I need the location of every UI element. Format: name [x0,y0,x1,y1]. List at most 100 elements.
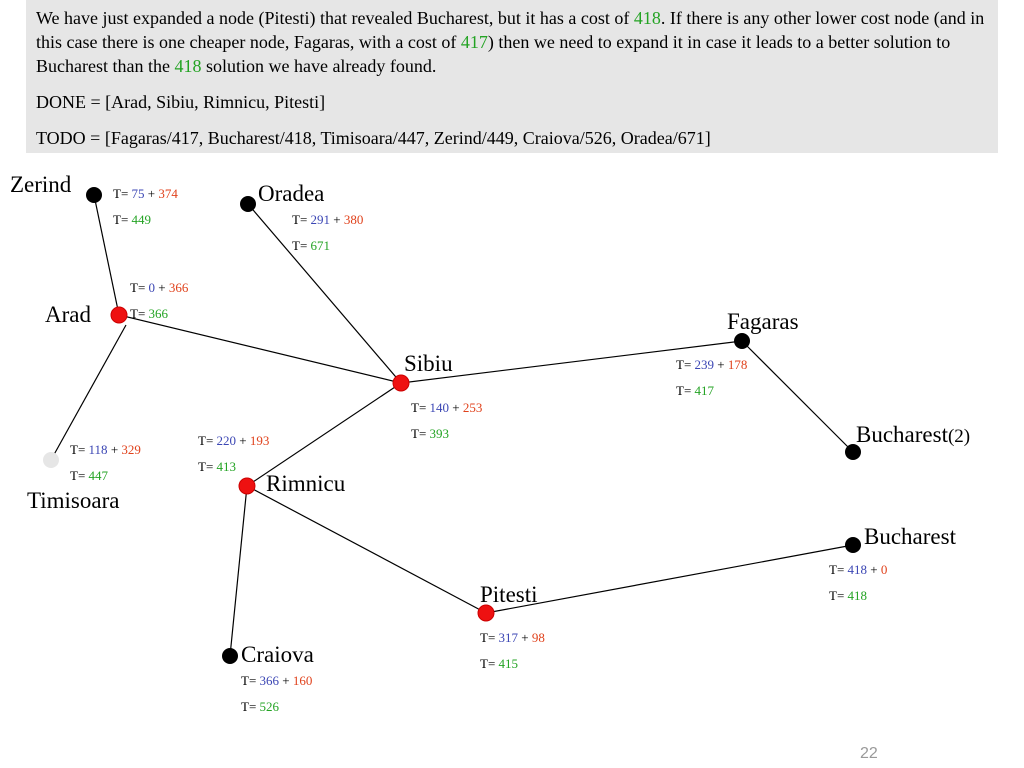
edge-oradea-sibiu [247,203,402,384]
cost-fagaras-g: 239 [694,357,715,372]
node-sibiu [392,374,410,392]
cost-fagaras-h: 178 [727,357,748,372]
cost-bucharest-g: 418 [847,562,868,577]
node-rimnicu [238,477,256,495]
cost-oradea-gh: T= 291 + 380 [292,213,363,226]
label-oradea: Oradea [258,181,325,206]
cost-prefix: T= [676,357,695,372]
label-fagaras: Fagaras [727,309,799,334]
explanation-text-3: ) then we need to expand it in case it l… [36,32,951,76]
cost-prefix: T= [411,426,430,441]
cost-prefix: T= [113,212,132,227]
label-zerind: Zerind [10,172,72,197]
explanation-text-2: . If there is any other lower cost node … [36,8,985,52]
label-arad: Arad [45,302,91,327]
cost-prefix: T= [70,468,89,483]
edge-fagaras-bucharest2 [741,340,854,453]
cost-zerind-total: T= 449 [113,213,151,226]
node-bucharest2 [845,444,861,460]
node-timisoara [43,452,59,468]
node-bucharest [845,537,861,553]
cost-plus: + [107,442,122,457]
cost-oradea-g: 291 [310,212,331,227]
cost-zerind-g: 75 [131,186,145,201]
cost-zerind-f: 449 [131,212,152,227]
cost-pitesti-total: T= 415 [480,657,518,670]
cost-plus: + [330,212,344,227]
cost-pitesti-f: 415 [498,656,519,671]
cost-arad-f: 366 [148,306,169,321]
cost-craiova-f: 526 [259,699,280,714]
cost-prefix: T= [130,280,149,295]
cost-sibiu-gh: T= 140 + 253 [411,401,482,414]
cost-prefix: T= [292,212,311,227]
cost-craiova-g: 366 [259,673,280,688]
label-bucharest: Bucharest [864,524,956,549]
cost-prefix: T= [241,673,260,688]
cost-plus: + [155,280,169,295]
cost-plus: + [279,673,293,688]
cost-prefix: T= [113,186,132,201]
node-arad [110,306,128,324]
cost-rimnicu-g: 220 [216,433,237,448]
edge-rimnicu-craiova [229,485,248,657]
cost-bucharest-gh: T= 418 + 0 [829,563,887,576]
cost-sibiu-total: T= 393 [411,427,449,440]
cost-bucharest-total: T= 418 [829,589,867,602]
cost-prefix: T= [829,562,848,577]
cost-timisoara-h: 329 [121,442,141,457]
edge-arad-sibiu [118,314,402,384]
cost-prefix: T= [480,630,499,645]
done-list: DONE = [Arad, Sibiu, Rimnicu, Pitesti] [36,92,326,112]
todo-list: TODO = [Fagaras/417, Bucharest/418, Timi… [36,128,711,148]
label-sibiu: Sibiu [404,351,453,376]
cost-prefix: T= [676,383,695,398]
explanation-panel: We have just expanded a node (Pitesti) t… [26,0,998,153]
cost-prefix: T= [411,400,430,415]
cost-arad-g: 0 [148,280,156,295]
label-craiova: Craiova [241,642,314,667]
cost-prefix: T= [70,442,89,457]
cost-prefix: T= [198,459,217,474]
cost-zerind-h: 374 [158,186,178,201]
cost-craiova-total: T= 526 [241,700,279,713]
cost-craiova-h: 160 [292,673,313,688]
cost-value-417: 417 [460,32,488,52]
cost-fagaras-total: T= 417 [676,384,714,397]
cost-plus: + [449,400,463,415]
edge-zerind-arad [93,194,120,316]
node-fagaras [734,333,750,349]
cost-arad-gh: T= 0 + 366 [130,281,188,294]
cost-plus: + [236,433,250,448]
label-bucharest-2: Bucharest(2) [856,423,970,446]
edge-arad-timisoara [50,324,127,461]
slide-number: 22 [860,745,878,762]
cost-oradea-f: 671 [310,238,331,253]
cost-timisoara-f: 447 [88,468,109,483]
cost-value-418: 418 [633,8,661,28]
cost-rimnicu-h: 193 [249,433,270,448]
explanation-paragraph: We have just expanded a node (Pitesti) t… [36,6,986,78]
cost-zerind-gh: T= 75 + 374 [113,187,178,200]
node-oradea [240,196,256,212]
cost-value-418-repeat: 418 [174,56,202,76]
cost-pitesti-gh: T= 317 + 98 [480,631,545,644]
cost-plus: + [144,186,159,201]
cost-pitesti-h: 98 [531,630,545,645]
cost-sibiu-g: 140 [429,400,450,415]
cost-rimnicu-gh: T= 220 + 193 [198,434,269,447]
cost-oradea-total: T= 671 [292,239,330,252]
cost-oradea-h: 380 [343,212,364,227]
edge-rimnicu-pitesti [246,485,487,614]
cost-bucharest-f: 418 [847,588,868,603]
cost-prefix: T= [198,433,217,448]
cost-rimnicu-total: T= 413 [198,460,236,473]
cost-arad-h: 366 [168,280,189,295]
cost-prefix: T= [480,656,499,671]
cost-sibiu-h: 253 [462,400,483,415]
cost-fagaras-gh: T= 239 + 178 [676,358,747,371]
cost-arad-total: T= 366 [130,307,168,320]
cost-sibiu-f: 393 [429,426,450,441]
cost-prefix: T= [130,306,149,321]
